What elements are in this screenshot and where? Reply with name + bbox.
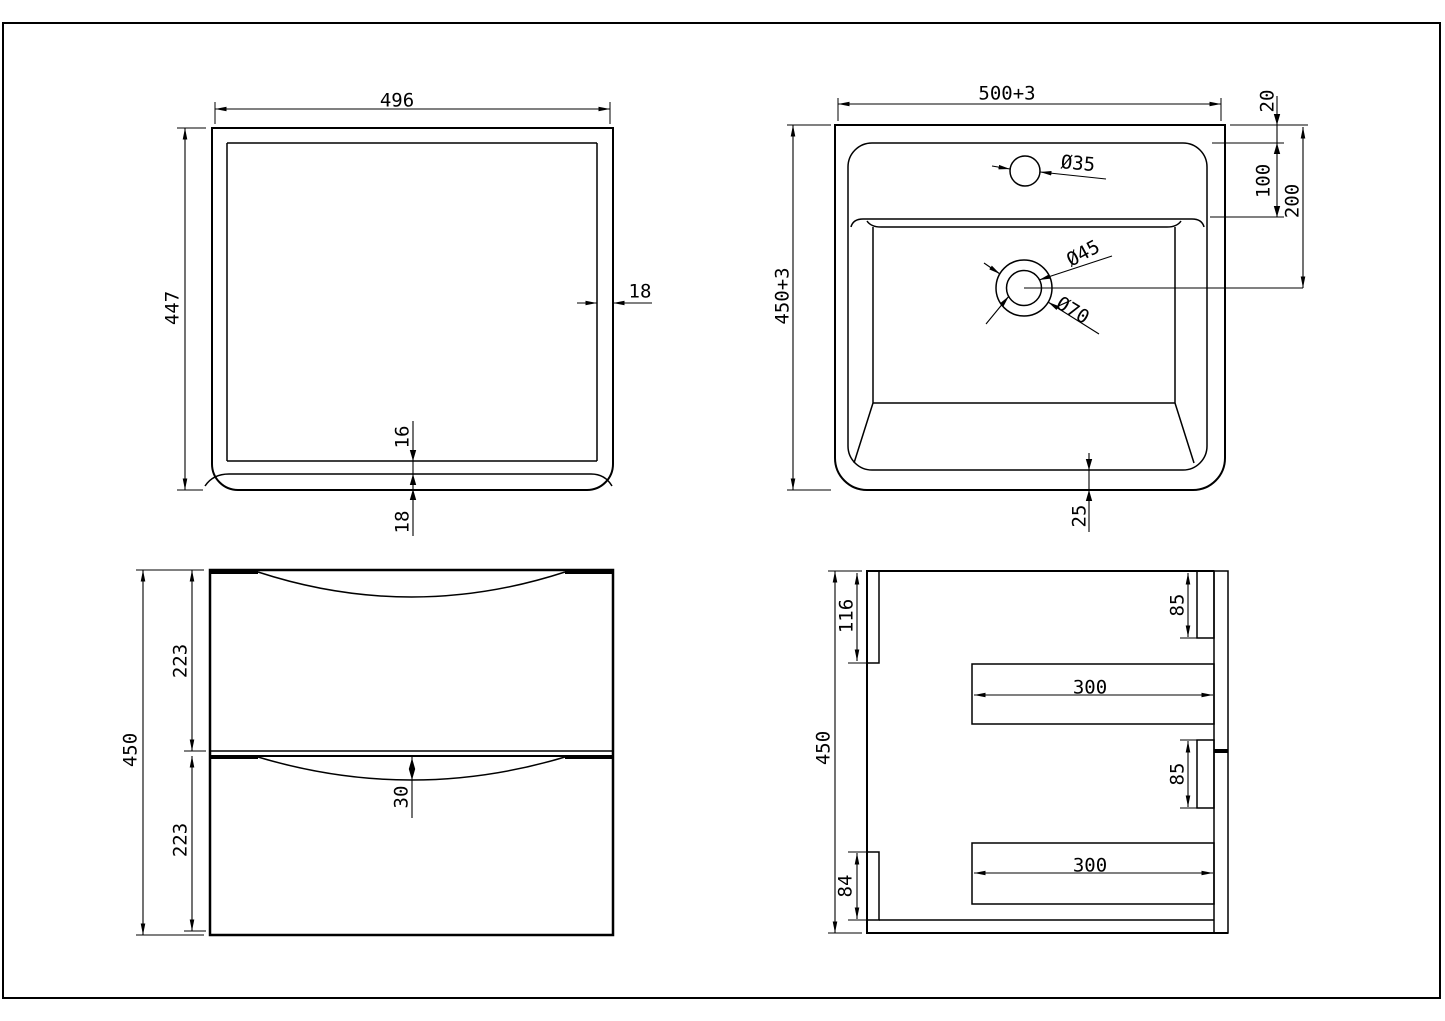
dim-label-basin-depth: 450+3 bbox=[772, 267, 794, 324]
dim-label-cabinet-width: 496 bbox=[380, 90, 414, 112]
drain70-leader-left bbox=[983, 262, 1001, 275]
dim-label-drain-hole: Ø45 bbox=[1063, 236, 1104, 272]
dim-label-side-height: 450 bbox=[813, 731, 835, 765]
cabinet-outline bbox=[211, 127, 614, 491]
drain45-leader-right bbox=[1038, 255, 1113, 281]
dim-label-drawers-height: 450 bbox=[120, 733, 142, 767]
dim-label-deck-depth: 100 bbox=[1253, 164, 1275, 198]
front-bottom-stile bbox=[866, 851, 880, 921]
cabinet-side-view: 450 116 84 85 85 300 300 bbox=[813, 570, 1229, 934]
drawers-front-view: 450 223 223 30 bbox=[120, 568, 615, 937]
dim-label-top-drop: 116 bbox=[836, 599, 858, 633]
basin-deck-edge bbox=[850, 218, 1205, 228]
drawer-extension-lines bbox=[136, 569, 206, 936]
basin-top-view: 500+3 450+3 20 100 200 Ø35 Ø45 Ø70 25 bbox=[772, 83, 1308, 532]
lower-bracket bbox=[1196, 739, 1215, 809]
faucet-hole bbox=[1009, 155, 1041, 187]
faucet-leader-right bbox=[1039, 170, 1107, 180]
upper-rail bbox=[971, 663, 1215, 725]
dim-label-handle-depth: 30 bbox=[391, 786, 413, 809]
basin-bowl-lines bbox=[853, 227, 1195, 464]
lower-rail bbox=[971, 842, 1215, 905]
dim-label-upper-rail: 300 bbox=[1073, 677, 1107, 699]
handle-depth-arrows bbox=[408, 758, 416, 780]
dim-label-bottom-rise: 84 bbox=[835, 875, 857, 898]
dim-label-lower-drawer: 223 bbox=[170, 823, 192, 857]
upper-handle-recess-curve bbox=[257, 571, 566, 598]
dim-label-rim-width: 20 bbox=[1257, 90, 1279, 113]
dim-label-cabinet-height: 447 bbox=[162, 291, 184, 325]
dim-label-wall-thickness: 18 bbox=[629, 281, 652, 303]
drawer-box-outline bbox=[208, 568, 615, 937]
cabinet-extension-lines bbox=[177, 102, 611, 491]
basin-outline bbox=[834, 124, 1226, 491]
side-extension-lines bbox=[828, 570, 1197, 934]
dim-label-bottom-inset: 16 bbox=[392, 426, 414, 449]
dim-label-upper-drawer: 223 bbox=[170, 644, 192, 678]
dim-label-basin-width: 500+3 bbox=[978, 83, 1035, 105]
side-outline bbox=[866, 570, 1228, 934]
dim-label-drain-setback: 200 bbox=[1282, 184, 1304, 218]
dim-label-front-clearance: 25 bbox=[1069, 505, 1091, 528]
dim-label-lower-rail: 300 bbox=[1073, 855, 1107, 877]
sheet-border bbox=[2, 22, 1441, 999]
dim-label-faucet-hole: Ø35 bbox=[1060, 151, 1096, 176]
faucet-leader-left bbox=[991, 164, 1011, 170]
cabinet-inner-lines bbox=[204, 142, 613, 487]
drain70-leader-right bbox=[1047, 301, 1100, 335]
dim-label-upper-bracket: 85 bbox=[1167, 594, 1189, 617]
front-top-stile bbox=[866, 570, 880, 664]
front-clearance-arrows bbox=[1085, 459, 1093, 501]
upper-bracket bbox=[1196, 570, 1215, 639]
dim-label-lower-bracket: 85 bbox=[1167, 763, 1189, 786]
bottom-stack-arrows bbox=[409, 450, 417, 500]
drain45-leader-left bbox=[985, 295, 1010, 325]
dim-label-bottom-thickness: 18 bbox=[392, 511, 414, 534]
basin-extension-lines bbox=[787, 98, 1308, 491]
basin-rim-inner bbox=[847, 142, 1208, 471]
rim-deck-arrows bbox=[1273, 114, 1281, 217]
dim-label-drain-recess: Ø70 bbox=[1052, 292, 1093, 329]
cabinet-front-view: 496 447 18 16 18 bbox=[162, 90, 652, 536]
